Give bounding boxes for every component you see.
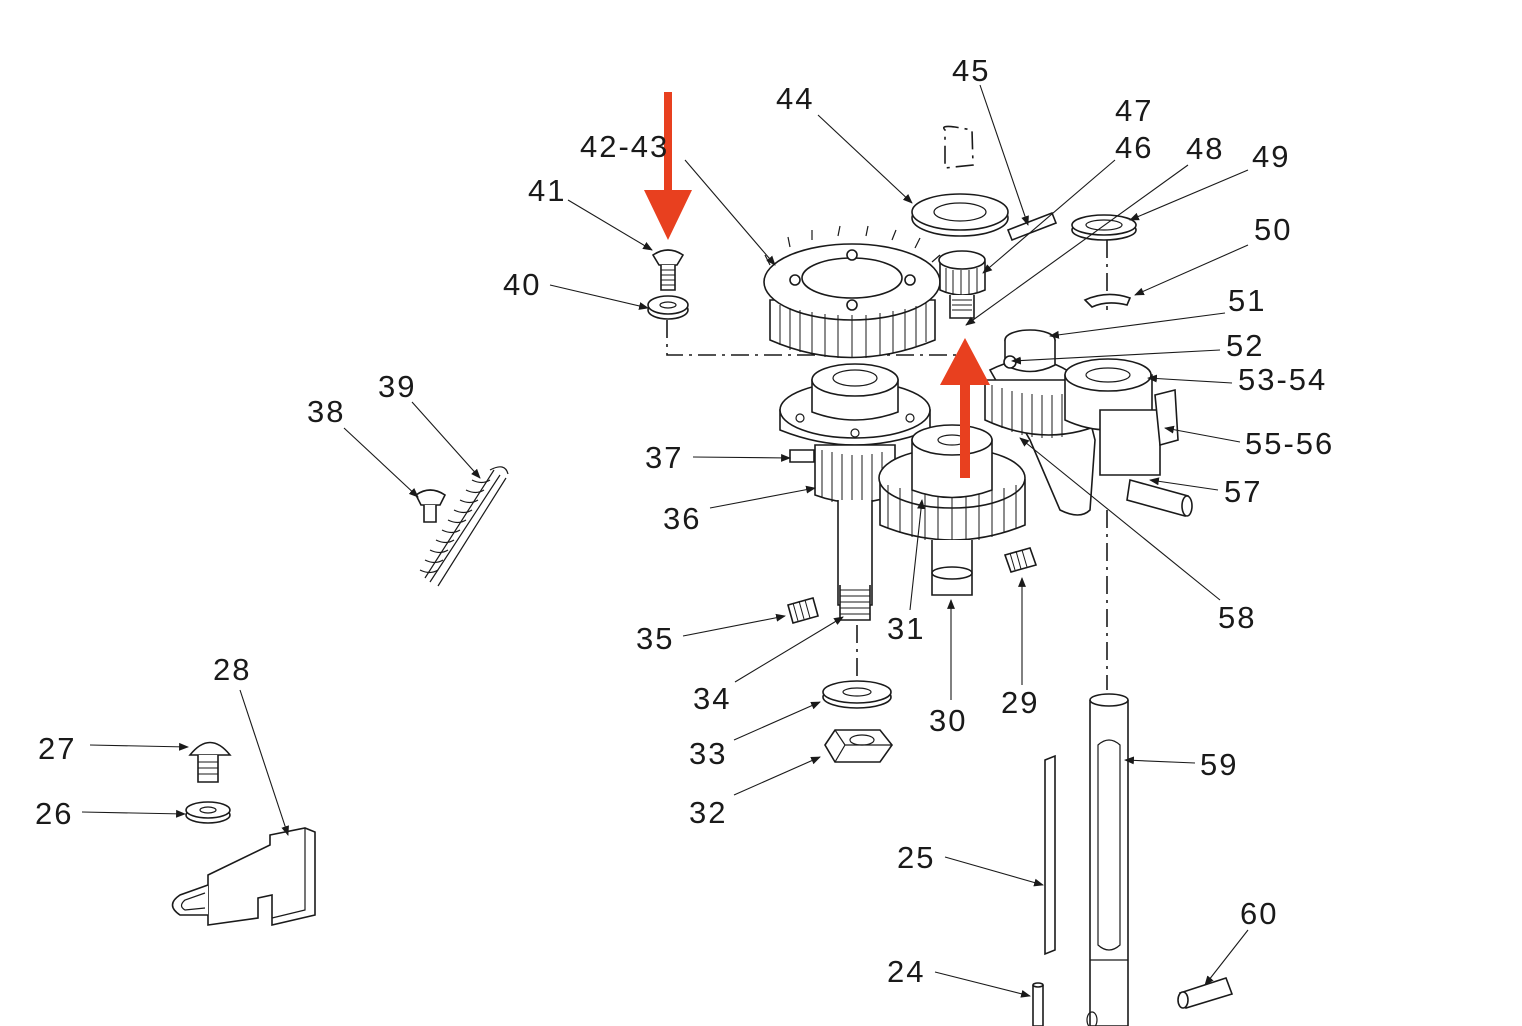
- label-44: 44: [776, 81, 815, 116]
- part-28-bracket: [171, 827, 316, 927]
- part-49-washer: [1071, 214, 1137, 241]
- label-45: 45: [952, 53, 991, 88]
- label-33: 33: [689, 736, 728, 771]
- label-49: 49: [1252, 139, 1291, 174]
- label-41: 41: [528, 173, 567, 208]
- label-58: 58: [1218, 600, 1257, 635]
- part-26-washer: [185, 801, 231, 824]
- label-32: 32: [689, 795, 728, 830]
- part-59-shaft: [1086, 693, 1129, 1026]
- label-29: 29: [1001, 685, 1040, 720]
- part-41-screw: [651, 249, 685, 291]
- part-50-clip: [1083, 293, 1132, 308]
- label-46: 46: [1115, 130, 1154, 165]
- part-36-hub-gear: [779, 363, 931, 621]
- highlight-arrows: [644, 92, 990, 478]
- label-31: 31: [887, 611, 926, 646]
- part-27-screw: [188, 741, 232, 783]
- label-47: 47: [1115, 93, 1154, 128]
- part-31-gear: [878, 424, 1026, 596]
- label-52: 52: [1226, 328, 1265, 363]
- label-60: 60: [1240, 896, 1279, 931]
- label-25: 25: [897, 840, 936, 875]
- label-50: 50: [1254, 212, 1293, 247]
- label-27: 27: [38, 731, 77, 766]
- label-51: 51: [1228, 283, 1267, 318]
- label-37: 37: [645, 440, 684, 475]
- label-35: 35: [636, 621, 675, 656]
- label-57: 57: [1224, 474, 1263, 509]
- part-24-pin: [1032, 982, 1044, 1026]
- label-42-43: 42-43: [580, 129, 670, 164]
- label-28: 28: [213, 652, 252, 687]
- part-35-setscrew: [787, 597, 819, 624]
- leader-lines: [81, 84, 1249, 998]
- label-36: 36: [663, 501, 702, 536]
- label-40: 40: [503, 267, 542, 302]
- red-arrow-up-icon: [940, 338, 990, 478]
- label-39: 39: [378, 369, 417, 404]
- part-45-pin: [1006, 211, 1058, 242]
- label-53-54: 53-54: [1238, 362, 1328, 397]
- red-arrow-down-icon: [644, 92, 692, 240]
- label-48: 48: [1186, 131, 1225, 166]
- label-34: 34: [693, 681, 732, 716]
- part-46-pinion: [938, 250, 986, 319]
- part-44-plate: [911, 125, 1009, 237]
- label-30: 30: [929, 703, 968, 738]
- part-38-screw: [414, 489, 447, 523]
- part-32-nut: [824, 729, 894, 763]
- label-38: 38: [307, 394, 346, 429]
- label-24: 24: [887, 954, 926, 989]
- label-26: 26: [35, 796, 74, 831]
- part-42-43-gear: [763, 225, 941, 359]
- label-59: 59: [1200, 747, 1239, 782]
- label-55-56: 55-56: [1245, 426, 1335, 461]
- part-29-setscrew: [1003, 547, 1038, 573]
- part-25-key: [1044, 754, 1056, 956]
- part-40-washer: [647, 295, 689, 320]
- part-39-spring: [419, 466, 509, 587]
- part-60-pin: [1177, 977, 1234, 1009]
- part-33-washer: [822, 680, 892, 709]
